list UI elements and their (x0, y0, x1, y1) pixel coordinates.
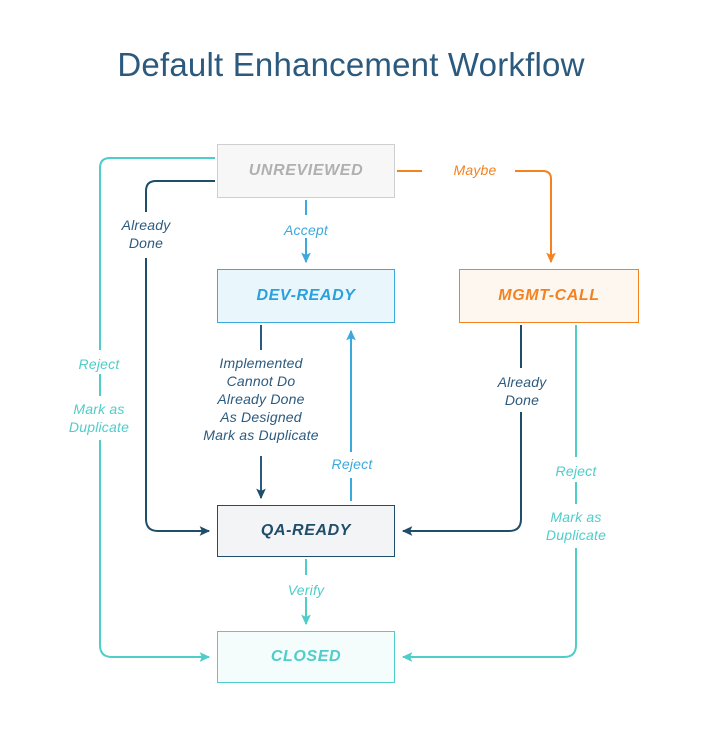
state-label: DEV-READY (256, 287, 356, 304)
edge-already-done-left (145, 180, 215, 536)
edge-label-resolutions: Implemented Cannot Do Already Done As De… (203, 355, 319, 443)
edge-label-already-done-right: Already Done (497, 374, 547, 408)
edge-label-already-done-left: Already Done (121, 217, 171, 251)
edge-label-verify: Verify (287, 582, 325, 598)
state-label: QA-READY (260, 522, 352, 539)
page-title: Default Enhancement Workflow (117, 46, 585, 83)
edge-label-maybe: Maybe (453, 162, 497, 178)
edge-reject-duplicate-left (99, 157, 215, 662)
edge-label-reject-middle: Reject (331, 456, 373, 472)
edge-already-done-right (401, 325, 522, 536)
edge-label-mark-duplicate-left: Mark as Duplicate (68, 401, 130, 435)
edge-maybe (397, 170, 556, 264)
state-node-closed[interactable]: CLOSED (217, 631, 395, 683)
edge-label-accept: Accept (284, 222, 328, 238)
edge-label-reject-right: Reject (555, 463, 597, 479)
state-label: UNREVIEWED (248, 162, 364, 179)
state-label: CLOSED (270, 648, 342, 665)
state-node-unreviewed[interactable]: UNREVIEWED (217, 144, 395, 198)
state-label: MGMT-CALL (498, 287, 600, 304)
edge-label-reject-left: Reject (78, 356, 120, 372)
state-node-dev-ready[interactable]: DEV-READY (217, 269, 395, 323)
state-node-mgmt-call[interactable]: MGMT-CALL (459, 269, 639, 323)
edge-reject-duplicate-right (401, 325, 577, 662)
state-node-qa-ready[interactable]: QA-READY (217, 505, 395, 557)
edge-label-mark-duplicate-right: Mark as Duplicate (545, 509, 607, 543)
